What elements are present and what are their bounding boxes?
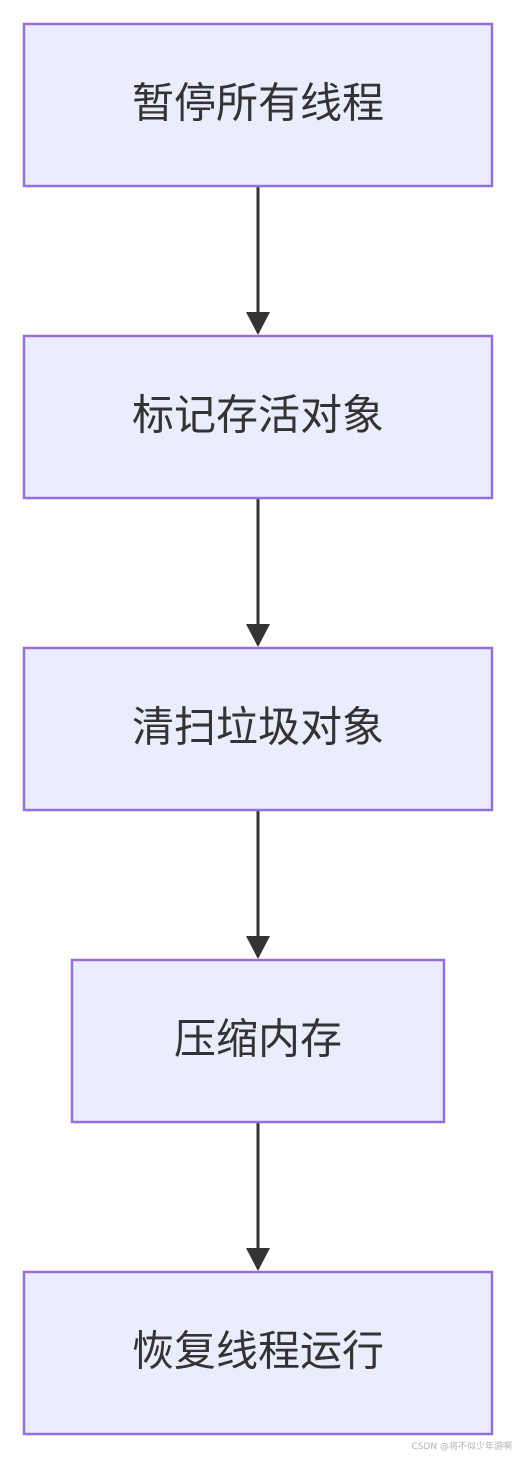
node-pause-threads-box [22,22,494,188]
node-mark-live-objects: 标记存活对象 [22,334,494,500]
node-mark-live-objects-box [22,334,494,500]
node-compact-memory-box [70,958,446,1124]
arrowhead-compact-to-resume [246,1248,270,1271]
node-compact-memory: 压缩内存 [70,958,446,1124]
arrowhead-mark-to-sweep [246,624,270,647]
arrowhead-pause-to-mark [246,312,270,335]
node-resume-threads: 恢复线程运行 [22,1270,494,1436]
csdn-watermark: CSDN @将不似少年游啊 [411,1442,512,1452]
node-sweep-garbage-box [22,646,494,812]
node-pause-threads: 暂停所有线程 [22,22,494,188]
edges-group [246,186,270,1271]
node-sweep-garbage-label: 清扫垃圾对象 [132,703,384,752]
node-resume-threads-box [22,1270,494,1436]
node-resume-threads-label: 恢复线程运行 [132,1327,384,1376]
arrowhead-sweep-to-compact [246,936,270,959]
node-compact-memory-label: 压缩内存 [174,1015,342,1064]
node-mark-live-objects-label: 标记存活对象 [132,391,384,440]
node-pause-threads-label: 暂停所有线程 [132,79,384,128]
node-sweep-garbage: 清扫垃圾对象 [22,646,494,812]
